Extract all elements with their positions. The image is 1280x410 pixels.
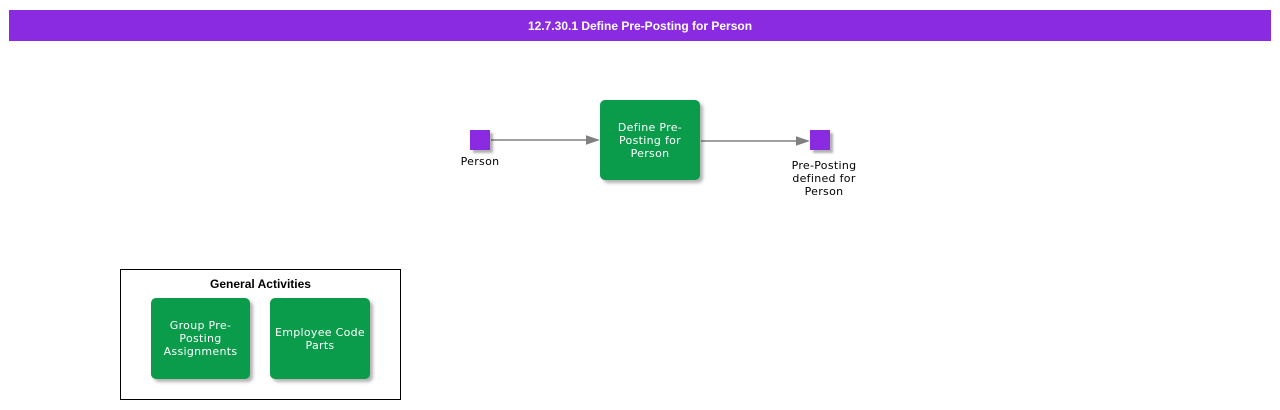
arrow-activity-to-end (701, 136, 810, 146)
activity-define-pre-posting[interactable]: Define Pre- Posting for Person (600, 100, 700, 180)
end-event-square (810, 130, 830, 150)
diagram-title: 12.7.30.1 Define Pre-Posting for Person (527, 18, 753, 33)
general-activities-title: General Activities (210, 277, 311, 291)
activity-employee-code-parts[interactable]: Employee Code Parts (270, 298, 370, 379)
diagram-title-bar: 12.7.30.1 Define Pre-Posting for Person (9, 10, 1271, 41)
activity-group-pre-posting-assignments[interactable]: Group Pre- Posting Assignments (151, 298, 250, 379)
end-event-label: Pre-Posting defined for Person (791, 159, 857, 198)
arrow-start-to-activity (491, 135, 600, 145)
start-event-square (470, 130, 490, 150)
start-event-label: Person (460, 155, 500, 168)
